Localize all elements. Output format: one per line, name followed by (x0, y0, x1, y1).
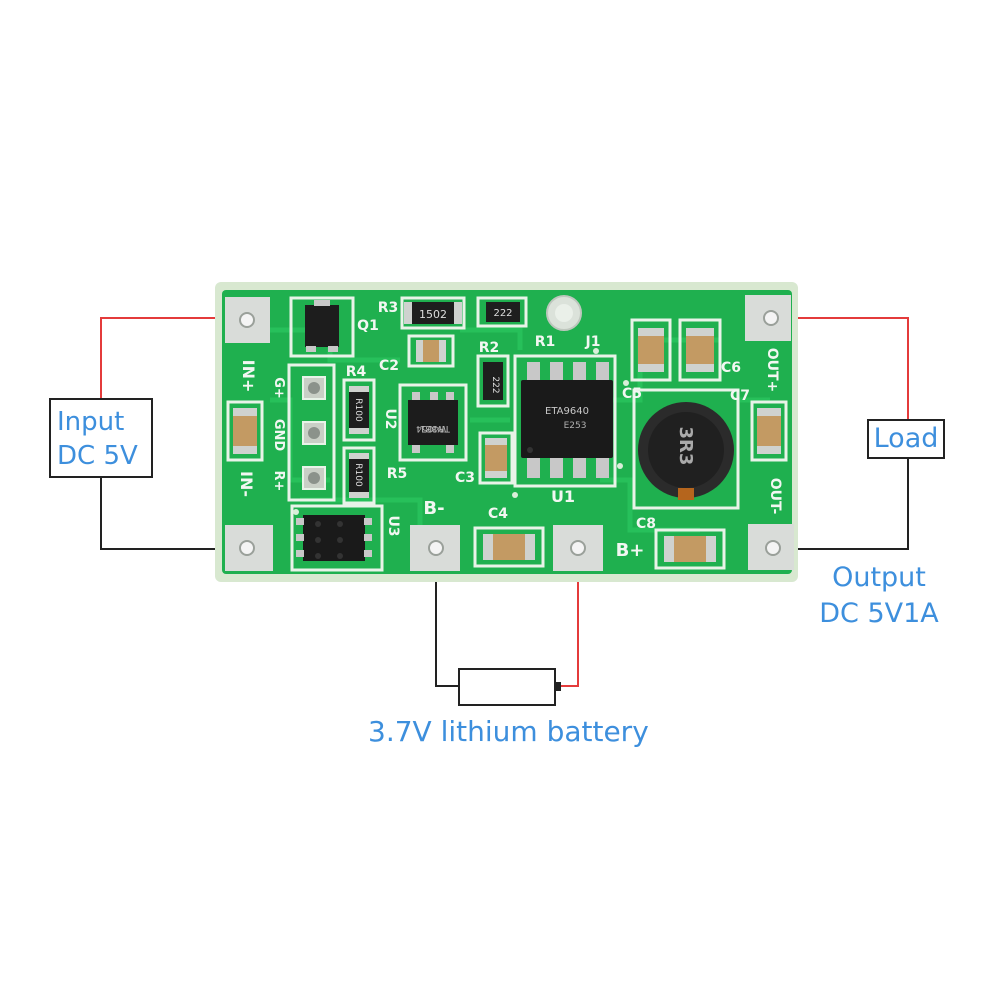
r1-resistor: 222 (476, 296, 528, 328)
silk-out-minus: OUT- (767, 478, 783, 515)
input-positive-wire (100, 317, 245, 400)
r5-code: R100 (353, 463, 363, 487)
silk-g-plus: G+ (271, 377, 286, 399)
silk-c7: C7 (730, 388, 750, 404)
silk-r4: R4 (346, 364, 367, 380)
silkscreen-labels: IN+ IN- G+ GND R+ B- B+ OUT+ OUT- Q1 R3 … (237, 300, 783, 561)
c5-capacitor (630, 318, 672, 382)
output-label-line2: DC 5V1A (819, 598, 939, 629)
input-negative-wire (100, 478, 245, 550)
silk-u2: U2 (382, 408, 398, 429)
silk-u1: U1 (551, 487, 575, 506)
silk-q1: Q1 (357, 318, 379, 334)
u1-chip: ETA9640 E253 (513, 354, 617, 488)
c6-capacitor (678, 318, 722, 382)
inductor: 3R3 (632, 388, 740, 510)
silk-c8: C8 (636, 516, 656, 532)
c3-capacitor (478, 431, 514, 485)
silk-gnd: GND (271, 419, 286, 452)
silk-in-plus: IN+ (239, 360, 258, 393)
pad-out-plus (745, 295, 791, 341)
c4-capacitor (473, 526, 545, 568)
silk-c4: C4 (488, 506, 508, 522)
r4-code: R100 (353, 398, 363, 422)
input-label-line2: DC 5V (57, 441, 138, 471)
header-pins (287, 363, 336, 502)
silk-r1: R1 (535, 334, 556, 350)
silk-out-plus: OUT+ (764, 348, 780, 393)
r4-resistor: R100 (342, 378, 376, 442)
r3-code: 1502 (419, 308, 447, 321)
silk-b-plus: B+ (616, 540, 645, 561)
pad-b-minus (410, 525, 460, 571)
battery-negative-wire (435, 549, 459, 687)
pad-b-plus (553, 525, 603, 571)
battery-symbol (458, 668, 561, 706)
silk-c2: C2 (379, 358, 399, 374)
pads (225, 295, 794, 571)
battery-positive-wire (561, 549, 579, 687)
silk-r2: R2 (479, 340, 500, 356)
u1-code: ETA9640 (545, 406, 589, 417)
input-capacitor (226, 400, 264, 462)
silk-b-minus: B- (423, 498, 444, 519)
wires (100, 317, 909, 687)
c2-capacitor (407, 334, 455, 368)
pcb-board: 1502 222 222 (215, 282, 798, 582)
silk-j1: J1 (585, 334, 601, 350)
output-label-line1: Output (832, 562, 926, 593)
silk-c5: C5 (622, 386, 642, 402)
u2-code: W3B1 (420, 423, 447, 433)
c7-capacitor (750, 400, 788, 462)
r5-resistor: R100 (342, 446, 376, 505)
u2-code2: TP4054 (416, 423, 451, 433)
c8-capacitor (654, 528, 726, 570)
u3-chip (290, 504, 384, 572)
inductor-code: 3R3 (675, 427, 696, 466)
output-label: Output DC 5V1A (816, 560, 942, 632)
r2-resistor: 222 (476, 354, 510, 408)
load-negative-wire (775, 459, 909, 550)
pad-out-minus (748, 524, 794, 570)
q1-transistor (289, 296, 355, 358)
vias (293, 348, 629, 515)
led-component (546, 295, 582, 331)
r1-code: 222 (493, 308, 512, 319)
input-label-line1: Input (57, 407, 125, 437)
pad-in-minus (225, 525, 273, 571)
r3-resistor: 1502 (400, 296, 466, 330)
silk-r3: R3 (378, 300, 399, 316)
load-label: Load (867, 419, 945, 459)
battery-label: 3.7V lithium battery (368, 715, 649, 748)
silk-c3: C3 (455, 470, 475, 486)
r2-code: 222 (490, 376, 500, 393)
silk-r-plus: R+ (271, 471, 286, 492)
silk-r5: R5 (387, 466, 408, 482)
silk-u3: U3 (385, 515, 401, 536)
input-label: Input DC 5V (49, 398, 153, 478)
u2-chip: W3B1 TP4054 (398, 383, 468, 462)
load-positive-wire (772, 317, 909, 420)
u1-code2: E253 (564, 421, 587, 431)
pad-in-plus (225, 297, 270, 343)
silk-in-minus: IN- (237, 471, 256, 497)
silk-c6: C6 (721, 360, 741, 376)
